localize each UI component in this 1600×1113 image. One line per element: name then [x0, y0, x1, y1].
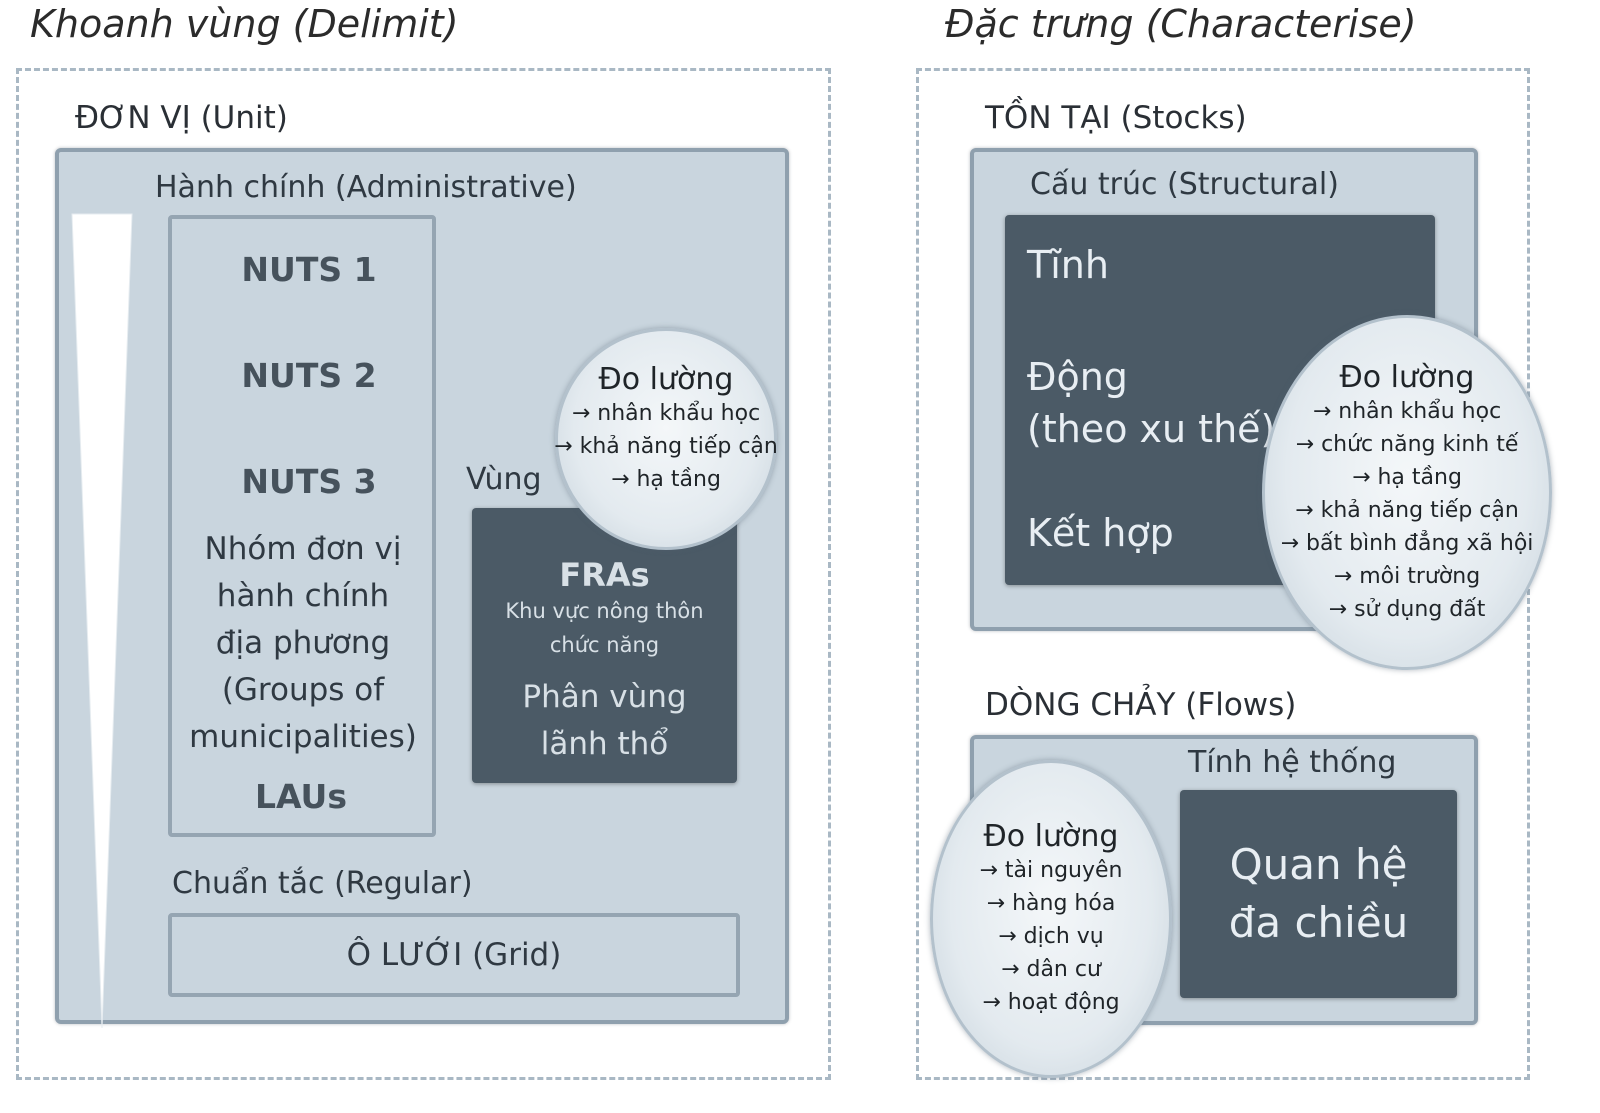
groups-of-municipalities: Nhóm đơn vị hành chính địa phương (Group…: [168, 526, 438, 761]
groups-line: (Groups of: [221, 672, 385, 708]
systemic-label: Tính hệ thống: [1188, 745, 1397, 780]
relations-box: Quan hệ đa chiều: [1180, 790, 1457, 998]
nuts-2-label: NUTS 2: [241, 356, 377, 395]
zoning-line: lãnh thổ: [540, 726, 669, 762]
grid-box: Ô LƯỚI (Grid): [168, 913, 740, 997]
region-label: Vùng: [466, 462, 542, 497]
stocks-measure-circle: Đo lường → nhân khẩu học → chức năng kin…: [1262, 315, 1552, 670]
administrative-box: [168, 215, 436, 837]
measure-item: → sử dụng đất: [1328, 596, 1486, 622]
measure-title: Đo lường: [983, 819, 1119, 854]
flows-label: DÒNG CHẢY (Flows): [985, 687, 1297, 723]
fras-subtitle: Khu vực nông thôn chức năng: [472, 594, 737, 662]
groups-line: hành chính: [216, 578, 390, 614]
measure-item: → dân cư: [1001, 957, 1101, 982]
measure-item: → hạ tầng: [611, 467, 721, 492]
region-measure-circle: Đo lường → nhân khẩu học → khả năng tiếp…: [554, 328, 778, 550]
dynamic-line: (theo xu thế): [1027, 407, 1276, 451]
fras-title: FRAs: [559, 556, 650, 594]
static-label: Tĩnh: [1027, 243, 1109, 287]
delimit-dashed-frame: [16, 68, 831, 1080]
administrative-label: Hành chính (Administrative): [155, 170, 577, 205]
nuts-1-label: NUTS 1: [241, 250, 377, 289]
measure-title: Đo lường: [1339, 359, 1475, 395]
zoning-line: Phân vùng: [522, 679, 687, 715]
unit-label: ĐƠN VỊ (Unit): [75, 100, 288, 136]
fras-sub-line: chức năng: [549, 633, 660, 657]
measure-item: → môi trường: [1333, 563, 1481, 589]
nuts-3-label: NUTS 3: [241, 462, 377, 501]
measure-item: → nhân khẩu học: [571, 401, 761, 426]
flows-measure-circle: Đo lường → tài nguyên → hàng hóa → dịch …: [930, 760, 1172, 1078]
measure-item: → dịch vụ: [998, 924, 1104, 949]
grid-label: Ô LƯỚI (Grid): [346, 937, 562, 973]
measure-title: Đo lường: [598, 362, 734, 397]
structural-label: Cấu trúc (Structural): [1030, 167, 1339, 202]
measure-item: → bất bình đẳng xã hội: [1280, 530, 1534, 556]
characterise-heading: Đặc trưng (Characterise): [945, 2, 1417, 46]
zoning-text: Phân vùng lãnh thổ: [472, 674, 737, 768]
measure-item: → tài nguyên: [979, 858, 1123, 883]
dynamic-label: Động (theo xu thế): [1027, 351, 1275, 455]
dynamic-line: Động: [1027, 355, 1128, 399]
groups-line: Nhóm đơn vị: [204, 531, 402, 567]
scale-wedge-icon: [71, 213, 133, 1029]
laus-label: LAUs: [255, 777, 347, 816]
measure-item: → hạ tầng: [1352, 464, 1462, 490]
measure-item: → chức năng kinh tế: [1295, 431, 1519, 457]
measure-item: → khả năng tiếp cận: [554, 434, 778, 459]
stocks-label: TỒN TẠI (Stocks): [985, 100, 1247, 136]
groups-line: municipalities): [189, 719, 417, 755]
fras-sub-line: Khu vực nông thôn: [505, 599, 704, 623]
combined-label: Kết hợp: [1027, 511, 1174, 555]
regular-label: Chuẩn tắc (Regular): [172, 866, 473, 901]
measure-item: → hàng hóa: [986, 891, 1116, 916]
relations-line: Quan hệ: [1229, 840, 1408, 889]
groups-line: địa phương: [215, 625, 391, 661]
measure-item: → khả năng tiếp cận: [1295, 497, 1519, 523]
relations-line: đa chiều: [1228, 898, 1409, 947]
measure-item: → nhân khẩu học: [1312, 398, 1502, 424]
fras-box: FRAs Khu vực nông thôn chức năng Phân vù…: [472, 508, 737, 783]
delimit-heading: Khoanh vùng (Delimit): [30, 2, 459, 46]
measure-item: → hoạt động: [982, 990, 1120, 1015]
